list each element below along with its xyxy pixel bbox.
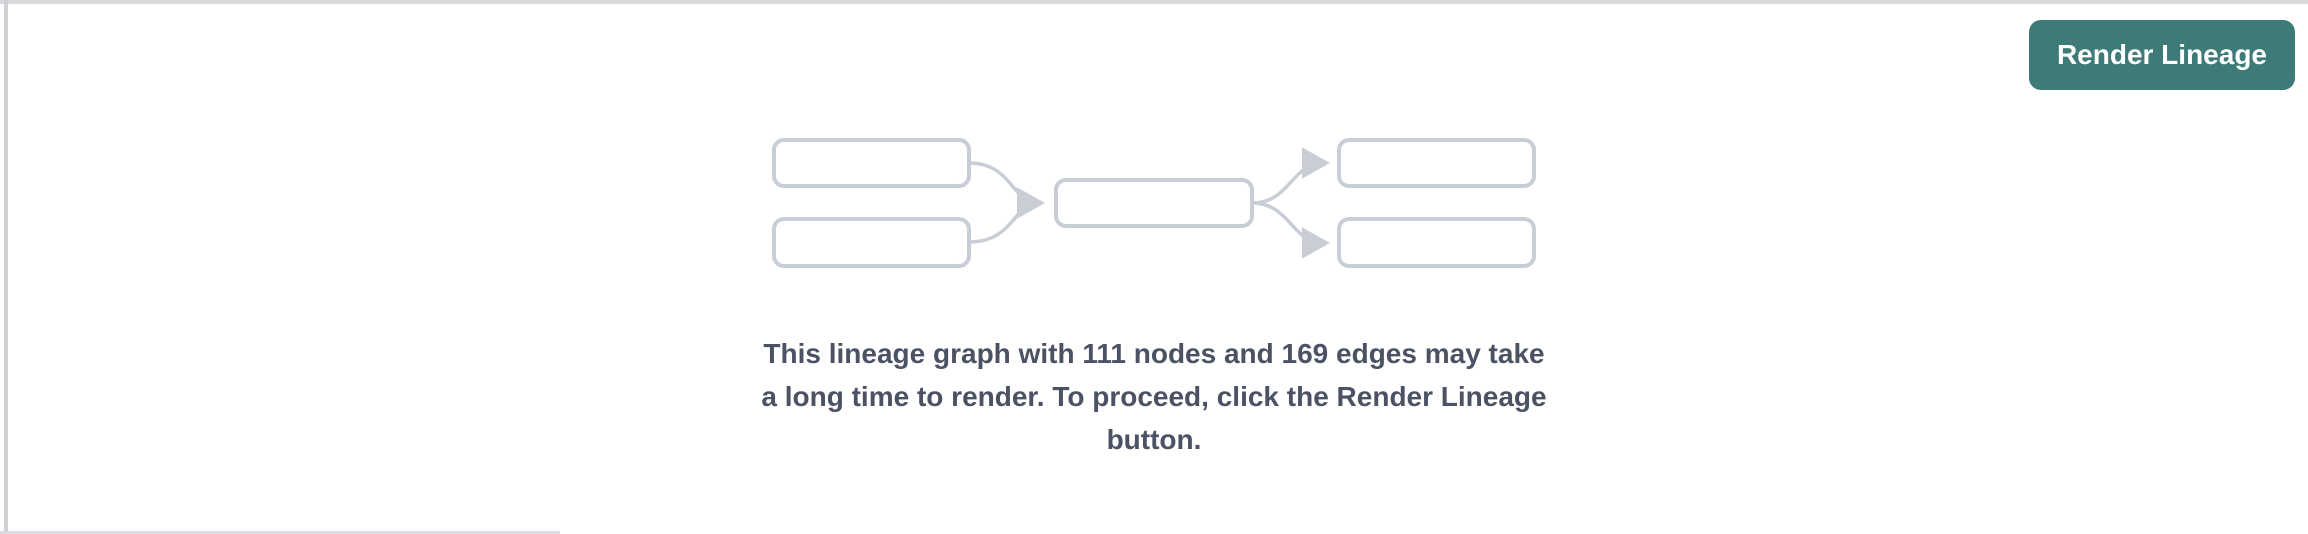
render-lineage-button[interactable]: Render Lineage xyxy=(2028,20,2295,90)
left-panel-scrollbar[interactable] xyxy=(4,0,8,534)
message-line-3: button. xyxy=(1106,424,1202,455)
top-border xyxy=(0,0,2308,4)
message-line-2: a long time to render. To proceed, click… xyxy=(761,381,1547,412)
lineage-edges xyxy=(968,147,1330,259)
source-node-bottom xyxy=(772,217,971,268)
middle-node xyxy=(1054,178,1254,228)
lineage-graph-illustration xyxy=(772,138,1536,268)
lineage-warning-message: This lineage graph with 111 nodes and 16… xyxy=(754,332,1554,461)
target-node-bottom xyxy=(1337,217,1536,268)
target-node-top xyxy=(1337,138,1536,188)
source-node-top xyxy=(772,138,971,188)
lineage-nodes xyxy=(772,138,1536,268)
message-line-1: This lineage graph with 111 nodes and 16… xyxy=(763,338,1545,369)
horizontal-scrollbar[interactable] xyxy=(0,531,560,534)
